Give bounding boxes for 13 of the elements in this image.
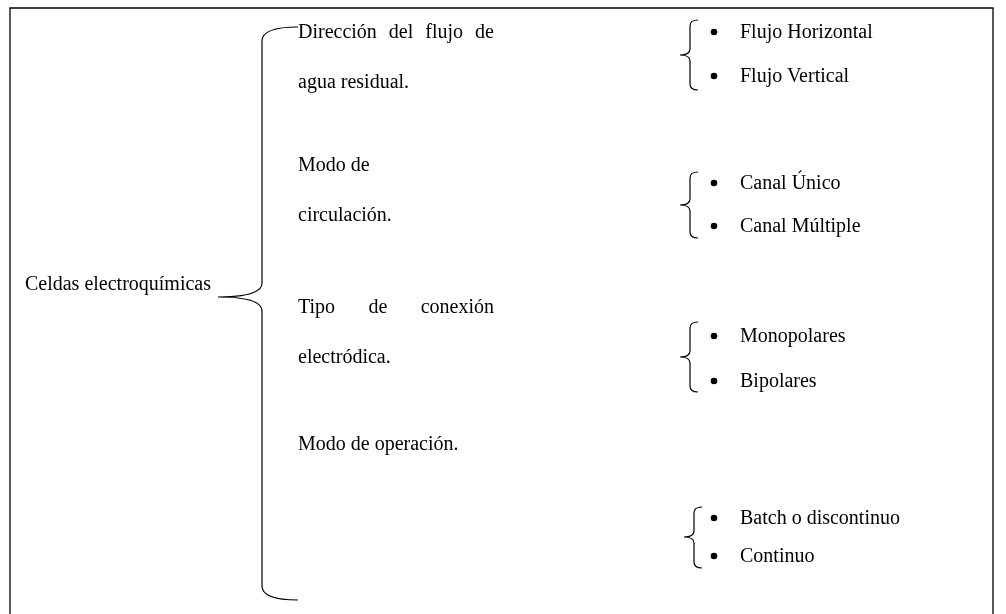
list-item-text: Continuo	[740, 543, 815, 567]
category-label: Modo de circulación.	[298, 152, 393, 227]
list-item-text: Flujo Horizontal	[740, 19, 873, 43]
root-label: Celdas electroquímicas	[23, 271, 212, 297]
category-label: Tipo de conexión electródica.	[298, 294, 494, 369]
list-item-text: Monopolares	[740, 323, 846, 347]
list-item-text: Bipolares	[740, 368, 817, 392]
category-label: Dirección del flujo de agua residual.	[298, 19, 494, 95]
list-item-text: Batch o discontinuo	[740, 505, 900, 529]
list-item-text: Canal Único	[740, 170, 841, 194]
list-item-text: Flujo Vertical	[740, 63, 850, 87]
list-item-text: Canal Múltiple	[740, 213, 861, 237]
category-label: Modo de operación.	[298, 431, 460, 457]
